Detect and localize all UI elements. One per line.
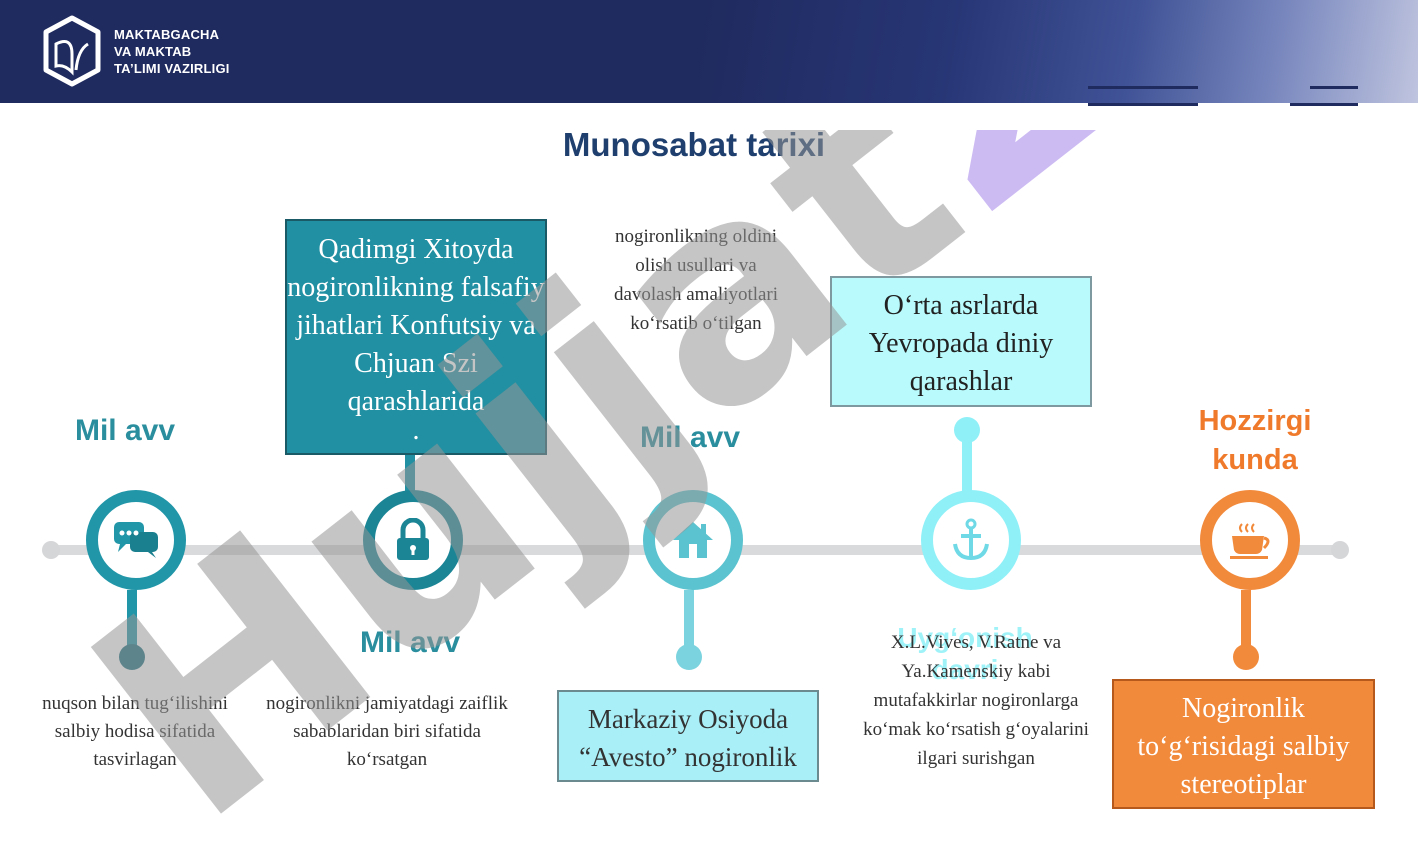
coffee-icon [1230,523,1270,559]
anchor-icon [953,518,989,561]
ministry-name-line-2: VA MAKTAB [114,44,192,59]
node-5-ring [1200,490,1300,590]
node-2-text: nogironlikni jamiyatdagi zaiflik sababla… [266,693,508,770]
node-4-stem [962,440,972,495]
node-2-box-text: Qadimgi Xitoyda nogironlikning falsafiy … [287,234,545,417]
node-4-text: X.L.Vives, V.Ratne va Ya.Kamenskiy kabi … [863,632,1089,769]
node-3-stem [684,590,694,652]
timeline-start-dot [42,541,60,559]
ministry-logo-icon [43,15,101,87]
node-5-stem [1241,590,1251,652]
node-4-box: O‘rta asrlarda Yevropada diniy qarashlar [830,276,1092,407]
node-1-stem [127,590,137,652]
node-2-box: Qadimgi Xitoyda nogironlikning falsafiy … [285,219,547,455]
header-banner [0,0,1418,103]
node-3-ring [643,490,743,590]
home-icon [673,522,713,558]
node-3-knob [676,644,702,670]
header-mesh-decoration [700,0,1418,103]
chat-icon [114,522,158,558]
node-1-text: nuqson bilan tug‘ilishini salbiy hodisa … [42,693,228,770]
node-1-ring [86,490,186,590]
node-3-text: nogironlikning oldini olish usullari va … [613,226,779,334]
timeline-end-dot [1331,541,1349,559]
node-3-box: Markaziy Osiyoda “Avesto” nogironlik [557,690,819,782]
page-title: Munosabat tarixi [562,126,826,163]
ministry-name: MAKTABGACHA VA MAKTAB TA’LIMI VAZIRLIGI [114,26,230,77]
node-1-knob [119,644,145,670]
decorative-lines [1088,86,1358,106]
lock-icon [397,518,429,560]
node-4-label: Uyg‘onish davri [897,622,1033,685]
node-2-box-suffix: . [412,415,420,446]
node-5-box: Nogironlik to‘g‘risidagi salbiy stereoti… [1112,679,1375,809]
ministry-name-line-3: TA’LIMI VAZIRLIGI [114,61,230,76]
node-2-label: Mil avv [359,626,461,659]
node-1-label: Mil avv [74,414,176,447]
node-5-label: Hozzirgi kunda [1198,405,1312,476]
node-2-ring [363,490,463,590]
node-2-upper-stem [405,455,415,495]
node-4-top-knob [954,417,980,443]
node-4-ring [921,490,1021,590]
node-5-knob [1233,644,1259,670]
ministry-name-line-1: MAKTABGACHA [114,27,220,42]
node-3-label: Mil avv [639,421,741,454]
